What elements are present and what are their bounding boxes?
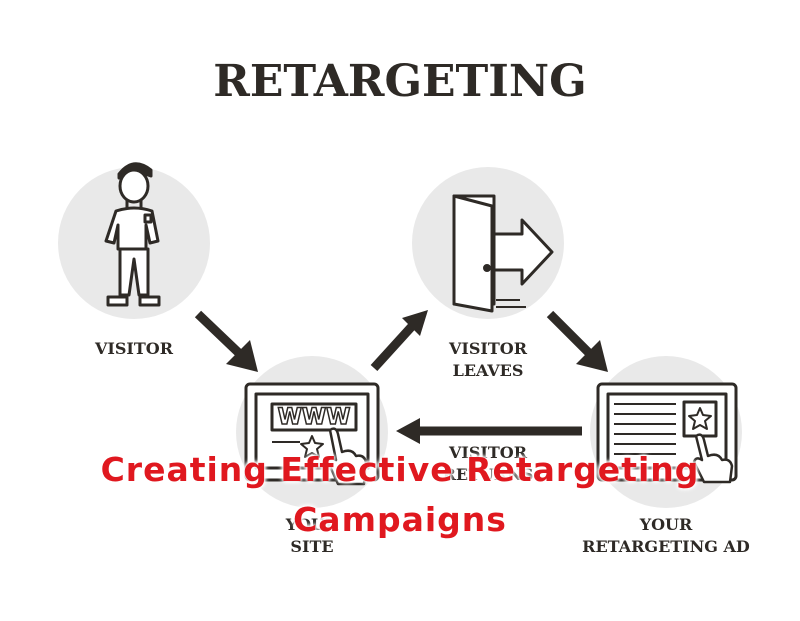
label-visitor-returns: VISITOR RETURNS (428, 442, 548, 486)
label-visitor-leaves-line1: VISITOR (448, 339, 528, 358)
arrow-visitor-to-site (194, 310, 246, 360)
label-visitor-leaves-line2: LEAVES (452, 361, 524, 380)
overlay-title-line2: Campaigns (293, 500, 507, 539)
label-visitor-returns-line1: VISITOR (448, 443, 528, 462)
label-your-site-line1: YOUR (285, 515, 339, 534)
label-your-retargeting-ad: YOUR RETARGETING AD (566, 514, 766, 558)
label-visitor: VISITOR (74, 338, 194, 360)
label-your-site: YOUR SITE (252, 514, 372, 558)
label-visitor-leaves: VISITOR LEAVES (428, 338, 548, 382)
door-exit-icon (452, 194, 554, 313)
flow-arrows (194, 310, 608, 444)
overlay-title-line1: Creating Effective Retargeting (100, 450, 700, 489)
label-your-site-line2: SITE (290, 537, 334, 556)
label-visitor-returns-line2: RETURNS (442, 465, 534, 484)
www-text: WWW (278, 405, 351, 430)
person-icon (104, 162, 161, 307)
arrow-leaves-to-ad (546, 310, 596, 360)
label-your-ad-line2: RETARGETING AD (582, 537, 750, 556)
label-visitor-text: VISITOR (94, 339, 174, 358)
ad-monitor-icon (596, 382, 738, 484)
website-monitor-icon (244, 382, 380, 486)
label-your-ad-line1: YOUR (639, 515, 693, 534)
arrow-site-to-leaves (370, 320, 418, 372)
diagram-title: RETARGETING (213, 56, 587, 107)
